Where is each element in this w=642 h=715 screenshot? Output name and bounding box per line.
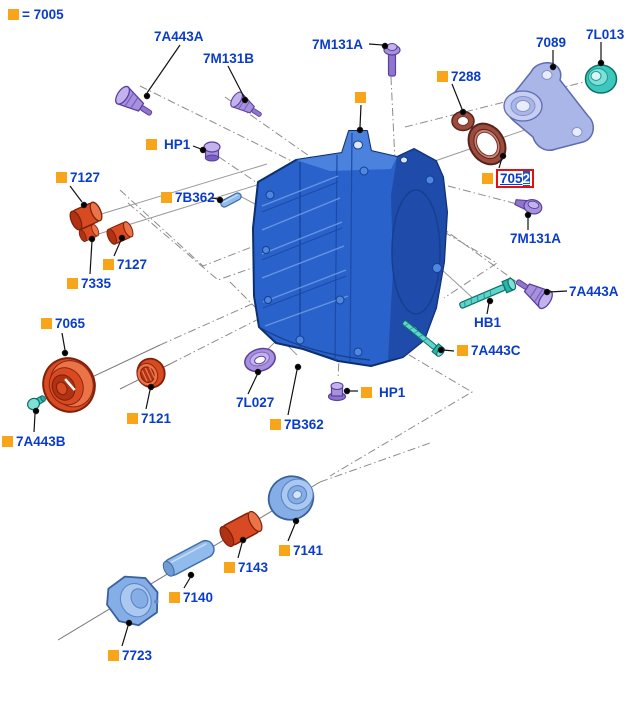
- part-7a443b-bolt: [27, 395, 46, 411]
- part-label-7335[interactable]: 7335: [67, 276, 111, 291]
- part-7121-bearing: [136, 357, 166, 389]
- construction-lines: [36, 73, 617, 641]
- case-7005-marker-icon[interactable]: [355, 92, 366, 103]
- marker-7005-icon: [146, 139, 157, 150]
- part-label-7127-b[interactable]: 7127: [103, 257, 147, 272]
- part-7m131a-top-bolt: [383, 43, 401, 77]
- marker-7005-icon: [169, 592, 180, 603]
- part-7723-housing: [106, 575, 159, 627]
- part-label-7089[interactable]: 7089: [536, 35, 567, 50]
- marker-7005-icon: [457, 345, 468, 356]
- part-7141-gear-blank: [267, 475, 315, 521]
- part-7140-shaft: [162, 539, 215, 577]
- marker-7005-icon: [41, 318, 52, 329]
- part-7l013-cap: [584, 64, 618, 94]
- part-label-7288[interactable]: 7288: [437, 69, 481, 84]
- part-label-hb1[interactable]: HB1: [474, 315, 502, 330]
- part-label-7l027[interactable]: 7L027: [236, 395, 275, 410]
- part-label-hp1-bottom[interactable]: HP1: [361, 385, 405, 400]
- part-label-7a443b[interactable]: 7A443B: [2, 434, 66, 449]
- part-7a443a-top-plug: [112, 83, 158, 123]
- marker-7005-icon: [279, 545, 290, 556]
- part-label-7065[interactable]: 7065: [41, 316, 85, 331]
- marker-7005-icon: [127, 413, 138, 424]
- part-label-7a443a-top[interactable]: 7A443A: [154, 29, 204, 44]
- part-label-7140[interactable]: 7140: [169, 590, 213, 605]
- legend-orange-square-icon: [8, 9, 19, 20]
- marker-7005-icon: [361, 387, 372, 398]
- part-label-7b362-top[interactable]: 7B362: [161, 190, 215, 205]
- part-label-7143[interactable]: 7143: [224, 560, 268, 575]
- marker-7005-icon: [2, 436, 13, 447]
- part-label-7a443c[interactable]: 7A443C: [457, 343, 521, 358]
- legend: = 7005: [8, 7, 64, 22]
- marker-7005-icon: [103, 259, 114, 270]
- part-label-7m131b[interactable]: 7M131B: [203, 51, 255, 66]
- marker-7005-icon: [108, 650, 119, 661]
- part-7143-bearing: [219, 510, 263, 548]
- leader-lines: [32, 42, 605, 647]
- part-label-7a443a-right[interactable]: 7A443A: [569, 284, 619, 299]
- marker-7005-icon: [56, 172, 67, 183]
- part-label-7121[interactable]: 7121: [127, 411, 171, 426]
- part-label-7l013[interactable]: 7L013: [586, 27, 625, 42]
- part-label-7m131a-right[interactable]: 7M131A: [510, 231, 562, 246]
- part-hp1-top-cap: [203, 141, 221, 162]
- marker-7005-icon: [437, 71, 448, 82]
- marker-7005-icon: [161, 192, 172, 203]
- part-7065-bearing-cup: [42, 357, 96, 413]
- marker-7005-icon: [67, 278, 78, 289]
- part-7l027-washer: [244, 347, 276, 373]
- legend-text: = 7005: [22, 7, 64, 22]
- part-label-7127-a[interactable]: 7127: [56, 170, 100, 185]
- part-label-7723[interactable]: 7723: [108, 648, 152, 663]
- marker-7005-icon: [224, 562, 235, 573]
- part-7288-seal-ring: [451, 110, 475, 132]
- part-label-7m131a-top[interactable]: 7M131A: [312, 37, 364, 52]
- part-7m131b-plug: [227, 89, 267, 124]
- marker-7005-icon: [482, 173, 493, 184]
- part-hp1-bottom-cap: [327, 381, 347, 402]
- marker-7005-icon: [270, 419, 281, 430]
- part-label-7141[interactable]: 7141: [279, 543, 323, 558]
- part-label-hp1-top[interactable]: HP1: [146, 137, 190, 152]
- part-7089-flange: [503, 61, 595, 151]
- part-label-7b362-bottom[interactable]: 7B362: [270, 417, 324, 432]
- part-7m131a-right-bolt: [514, 199, 543, 215]
- transmission-case-illustration: [252, 130, 448, 367]
- part-7052-seal-ring: [467, 122, 507, 166]
